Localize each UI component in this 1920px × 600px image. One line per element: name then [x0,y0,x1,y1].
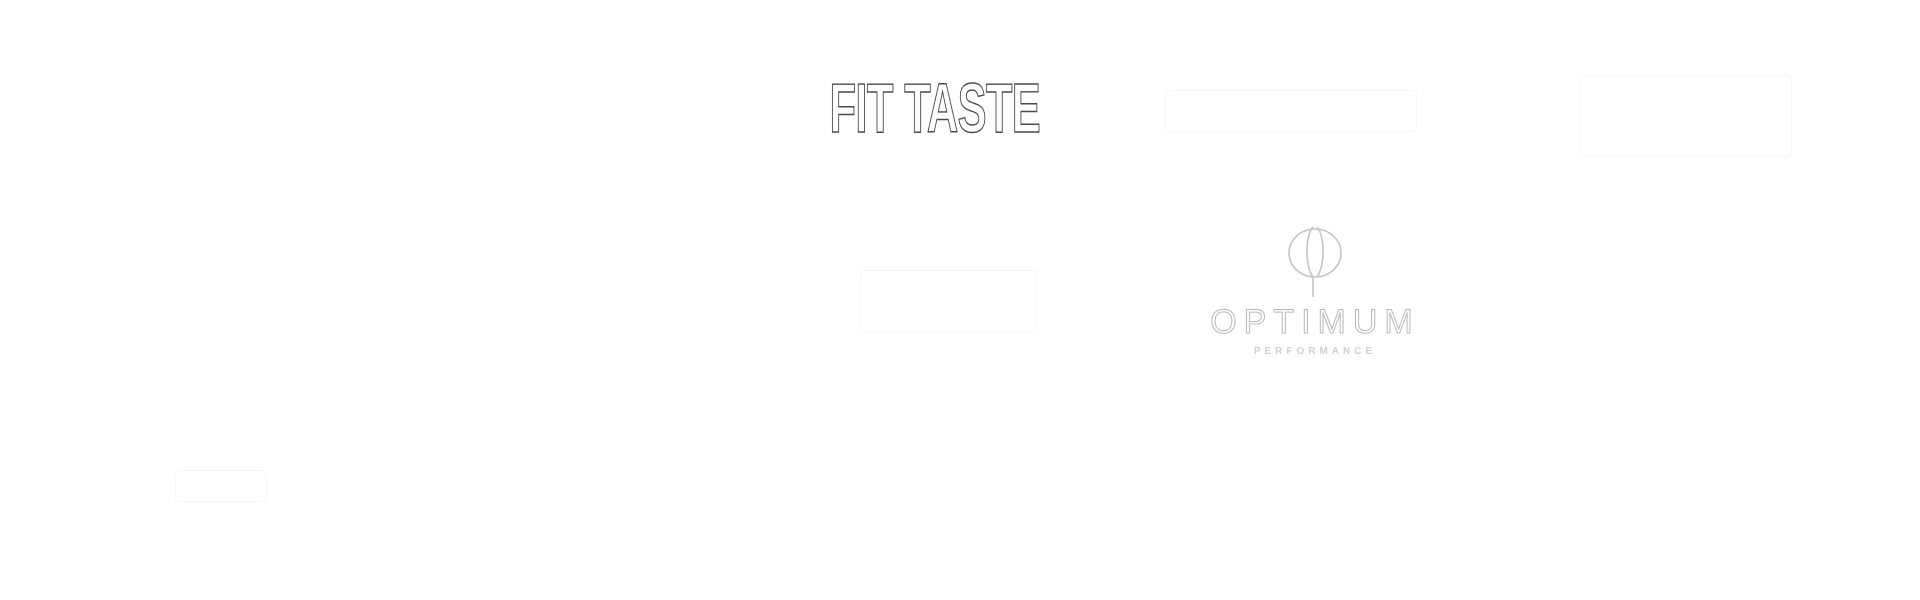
performance-subtitle: PERFORMANCE [1253,346,1377,357]
fit-taste-logo[interactable]: FIT TASTE [800,70,1070,145]
partner-logo-faint[interactable] [175,470,267,502]
partner-logo-faint[interactable] [860,270,1037,332]
partner-logo-faint[interactable] [1165,90,1417,132]
optimum-wordmark: OPTIMUM [1210,303,1420,341]
partner-logo-faint[interactable] [1580,75,1792,157]
phi-monogram-icon [1288,226,1342,297]
fit-taste-wordmark: FIT TASTE [829,68,1041,147]
optimum-performance-logo[interactable]: OPTIMUM PERFORMANCE [1195,215,1435,365]
